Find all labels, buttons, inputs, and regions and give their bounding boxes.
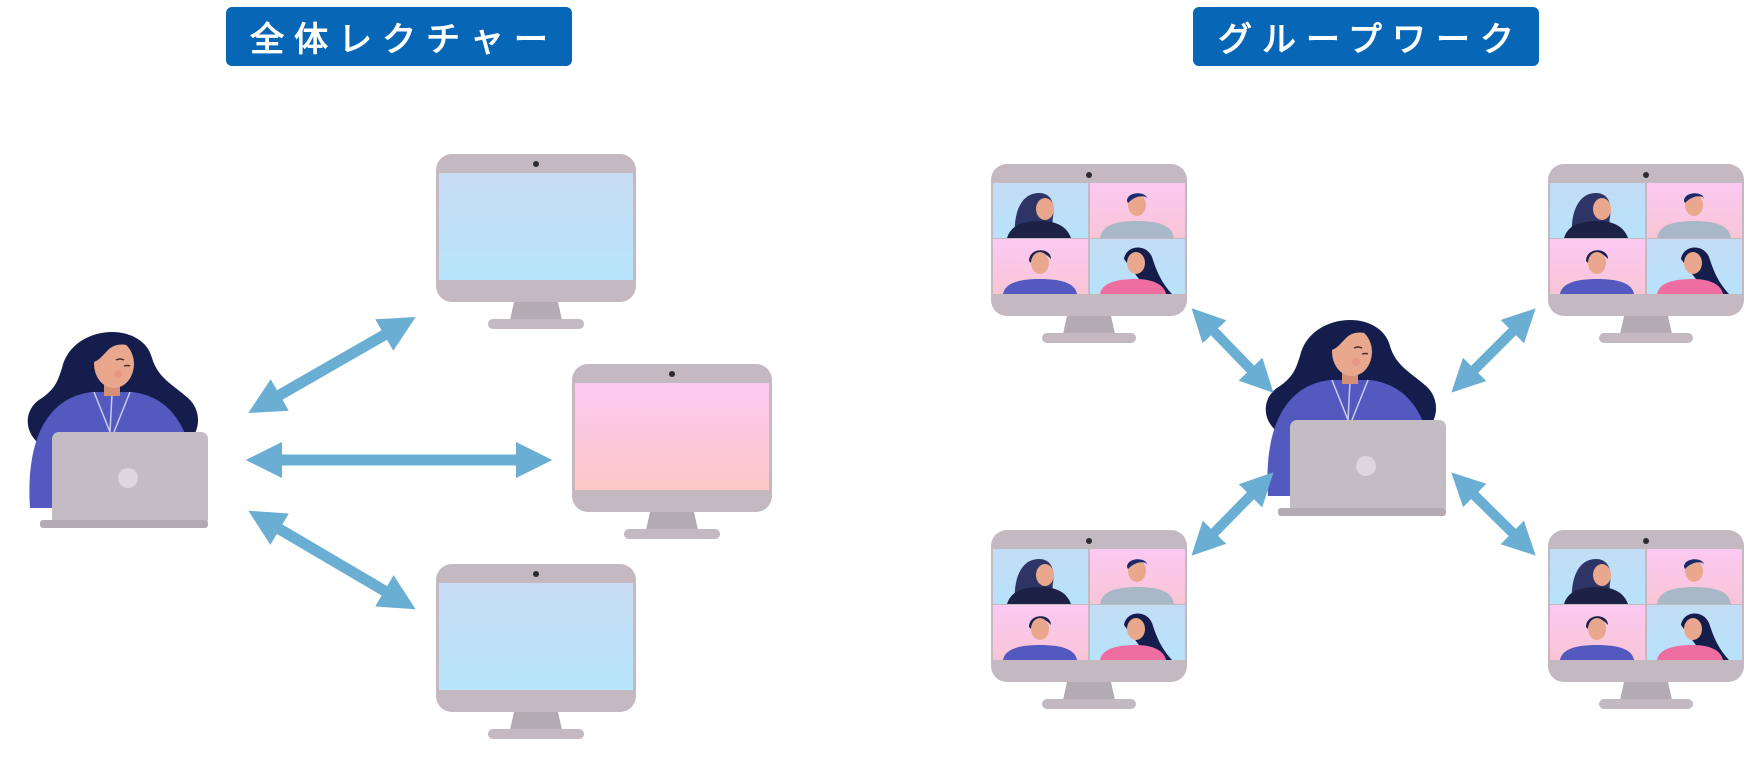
double-arrow-icon: [1191, 472, 1274, 556]
video-call-grid-monitor-icon-top-left: [991, 164, 1187, 343]
presenter-with-laptop-icon: [1264, 319, 1447, 517]
video-call-grid-monitor-icon-bottom-right: [1548, 530, 1744, 709]
double-arrow-icon: [248, 316, 416, 414]
double-arrow-icon: [248, 510, 416, 610]
double-arrow-icon: [1451, 472, 1536, 556]
section-title-groupwork: グループワーク: [1193, 7, 1539, 66]
presenter-with-laptop-icon: [26, 331, 209, 529]
video-call-grid-monitor-icon-bottom-left: [991, 530, 1187, 709]
video-call-grid-monitor-icon-top-right: [1548, 164, 1744, 343]
monitor-icon-bottom: [436, 564, 636, 739]
double-arrow-icon: [1451, 308, 1536, 393]
double-arrow-icon: [1191, 308, 1274, 393]
section-title-lecture: 全体レクチャー: [226, 7, 572, 66]
monitor-icon-middle: [572, 364, 772, 539]
monitor-icon-top: [436, 154, 636, 329]
